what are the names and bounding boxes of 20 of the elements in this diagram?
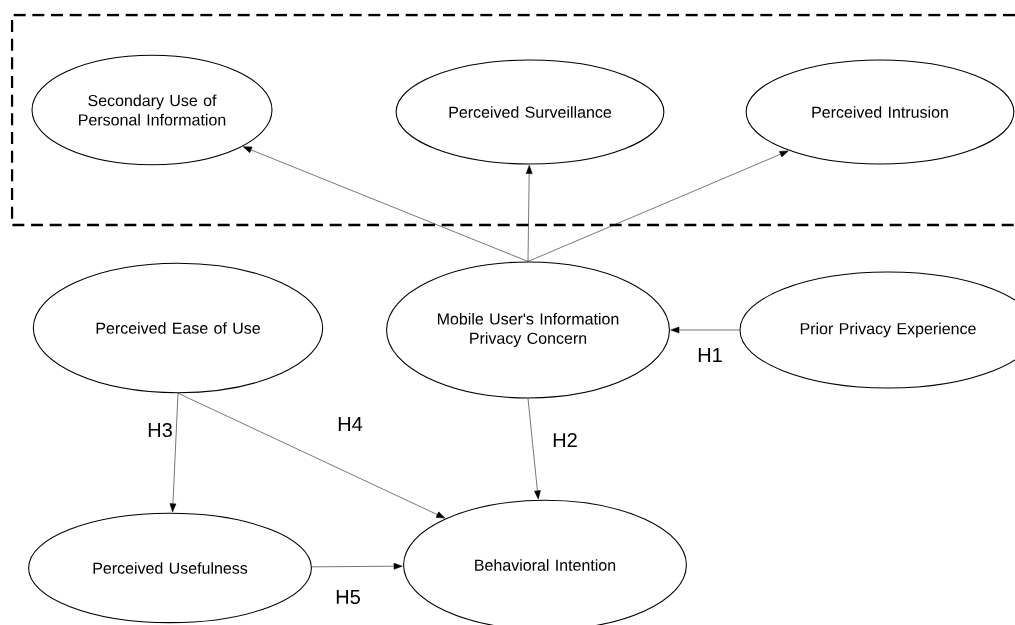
arrow [670, 326, 740, 334]
edge-label: H3 [145, 421, 175, 439]
arrow [311, 562, 403, 570]
ellipse-node: Perceived Surveillance [395, 59, 665, 165]
dashed-group-frame [10, 13, 1015, 227]
arrow [169, 392, 179, 513]
arrow [527, 150, 789, 262]
arrow [525, 165, 533, 262]
arrow [527, 398, 541, 500]
ellipse-node: Perceived Usefulness [28, 512, 312, 624]
edge-label: H4 [335, 415, 365, 433]
edge-label: H1 [695, 346, 725, 364]
ellipse-node: Perceived Ease of Use [32, 262, 324, 394]
arrow [177, 392, 446, 519]
edge-label: H2 [550, 431, 580, 449]
arrow [242, 146, 529, 262]
edge-label: H5 [333, 588, 363, 606]
ellipse-node: Perceived Intrusion [745, 59, 1015, 165]
ellipse-node: Mobile User's Information Privacy Concern [386, 261, 670, 399]
ellipse-node: Secondary Use of Personal Information [31, 54, 273, 166]
